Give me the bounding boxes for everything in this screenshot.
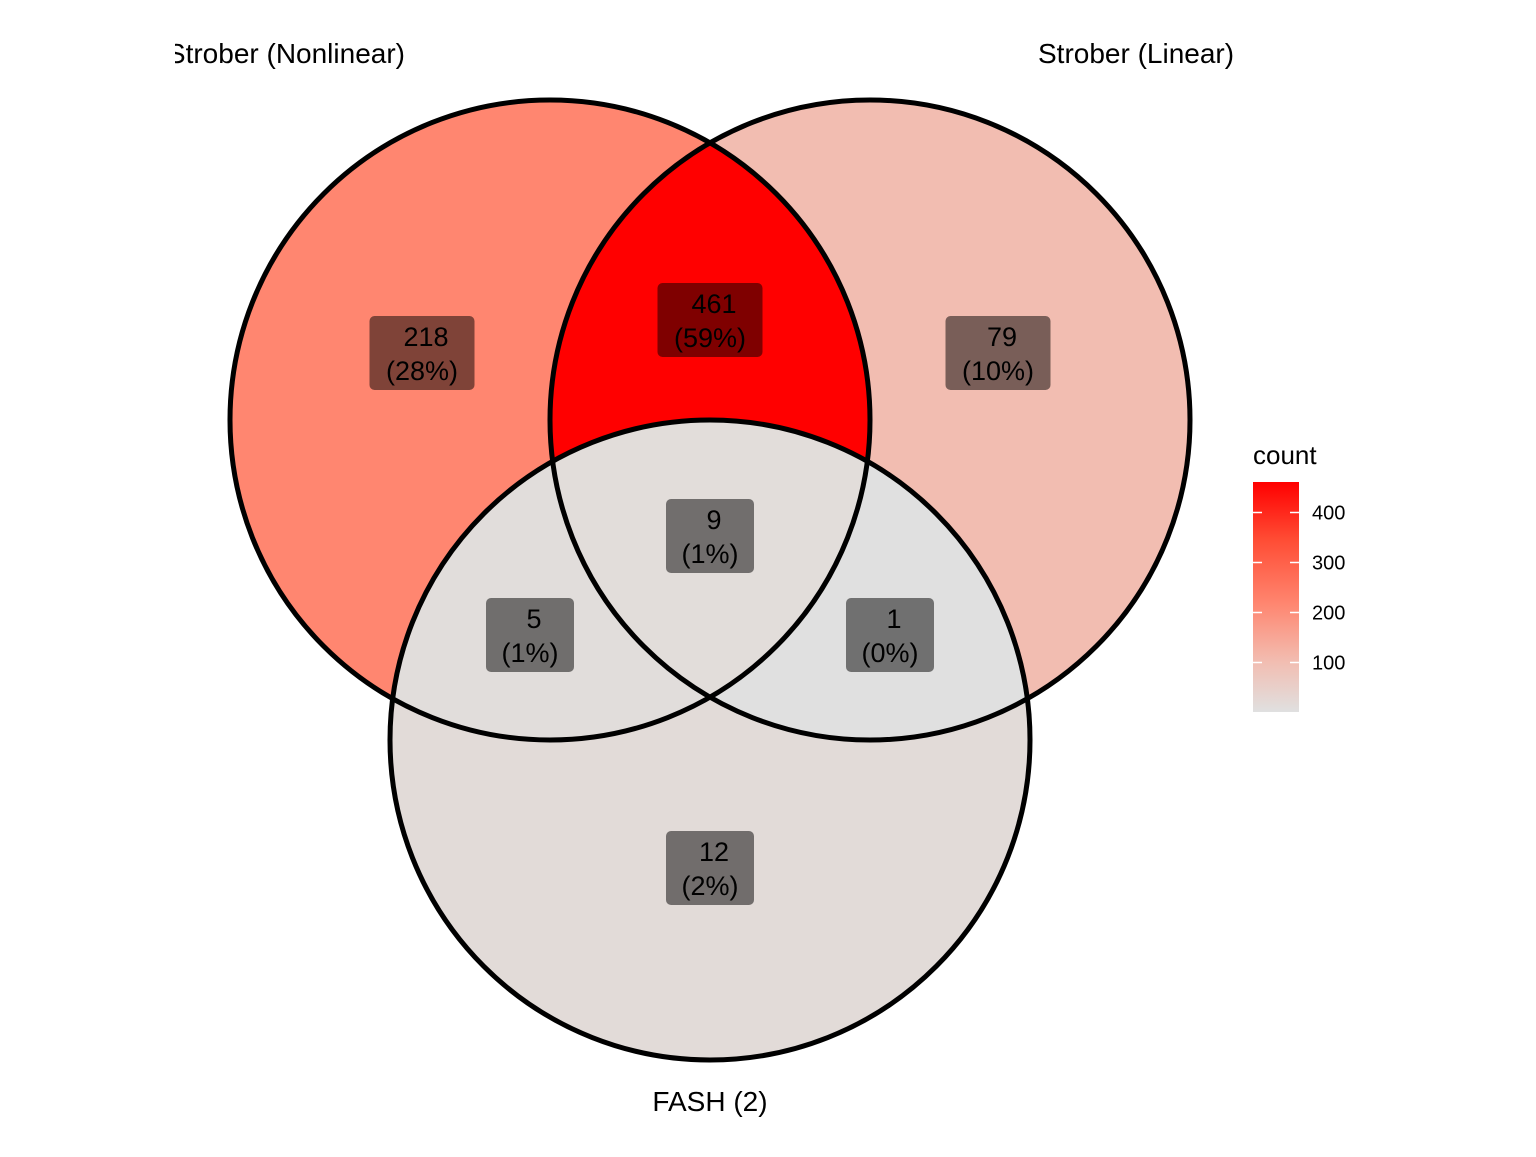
region-label-B: 79 (10%) — [945, 316, 1051, 390]
legend-tick-label: 200 — [1312, 603, 1345, 625]
region-percent: (1%) — [501, 638, 558, 668]
label-box — [657, 283, 763, 357]
region-count: 9 — [706, 505, 721, 535]
region-percent: (0%) — [861, 638, 918, 668]
legend-colorbar — [1253, 482, 1299, 712]
label-box — [666, 831, 754, 905]
region-percent: (2%) — [681, 871, 738, 901]
region-count: 79 — [987, 322, 1017, 352]
legend-tick-label: 100 — [1312, 653, 1345, 675]
region-label-C: 12 (2%) — [666, 831, 754, 905]
region-percent: (10%) — [962, 356, 1034, 386]
region-label-AB: 461 (59%) — [657, 283, 763, 357]
region-labels: 218 (28%) 79 (10%) 12 (2%) 461 (59%) 5 (1%) 1 (0%) 9… — [369, 283, 1051, 905]
label-box — [846, 598, 934, 672]
label-box — [945, 316, 1051, 390]
region-percent: (1%) — [681, 539, 738, 569]
region-count: 461 — [691, 289, 736, 319]
region-count: 1 — [886, 604, 901, 634]
legend-title: count — [1253, 440, 1317, 470]
set-circle-strober-nonlinear — [227, 97, 873, 743]
region-percent: (59%) — [674, 323, 746, 353]
label-box — [369, 316, 475, 390]
set-circle-strober-linear — [547, 97, 1193, 743]
label-box — [486, 598, 574, 672]
label-box — [666, 499, 754, 573]
region-count: 5 — [526, 604, 541, 634]
legend-tick-label: 300 — [1312, 553, 1345, 575]
region-label-A: 218 (28%) — [369, 316, 475, 390]
color-legend: count 100 200 300 400 — [1253, 440, 1345, 712]
set-circle-fash — [387, 417, 1033, 1063]
region-AC — [390, 420, 870, 740]
venn-outlines — [227, 97, 1193, 1063]
legend-tick-label: 400 — [1312, 503, 1345, 525]
region-BC — [550, 420, 1030, 740]
region-count: 12 — [699, 837, 729, 867]
region-label-ABC: 9 (1%) — [666, 499, 754, 573]
region-percent: (28%) — [386, 356, 458, 386]
region-label-BC: 1 (0%) — [846, 598, 934, 672]
region-label-AC: 5 (1%) — [486, 598, 574, 672]
venn-regions — [230, 100, 1190, 1060]
set-label-strober-nonlinear: Strober (Nonlinear) — [167, 38, 405, 69]
region-count: 218 — [403, 322, 448, 352]
set-label-strober-linear: Strober (Linear) — [1038, 38, 1234, 69]
set-label-fash: FASH (2) — [652, 1086, 767, 1117]
